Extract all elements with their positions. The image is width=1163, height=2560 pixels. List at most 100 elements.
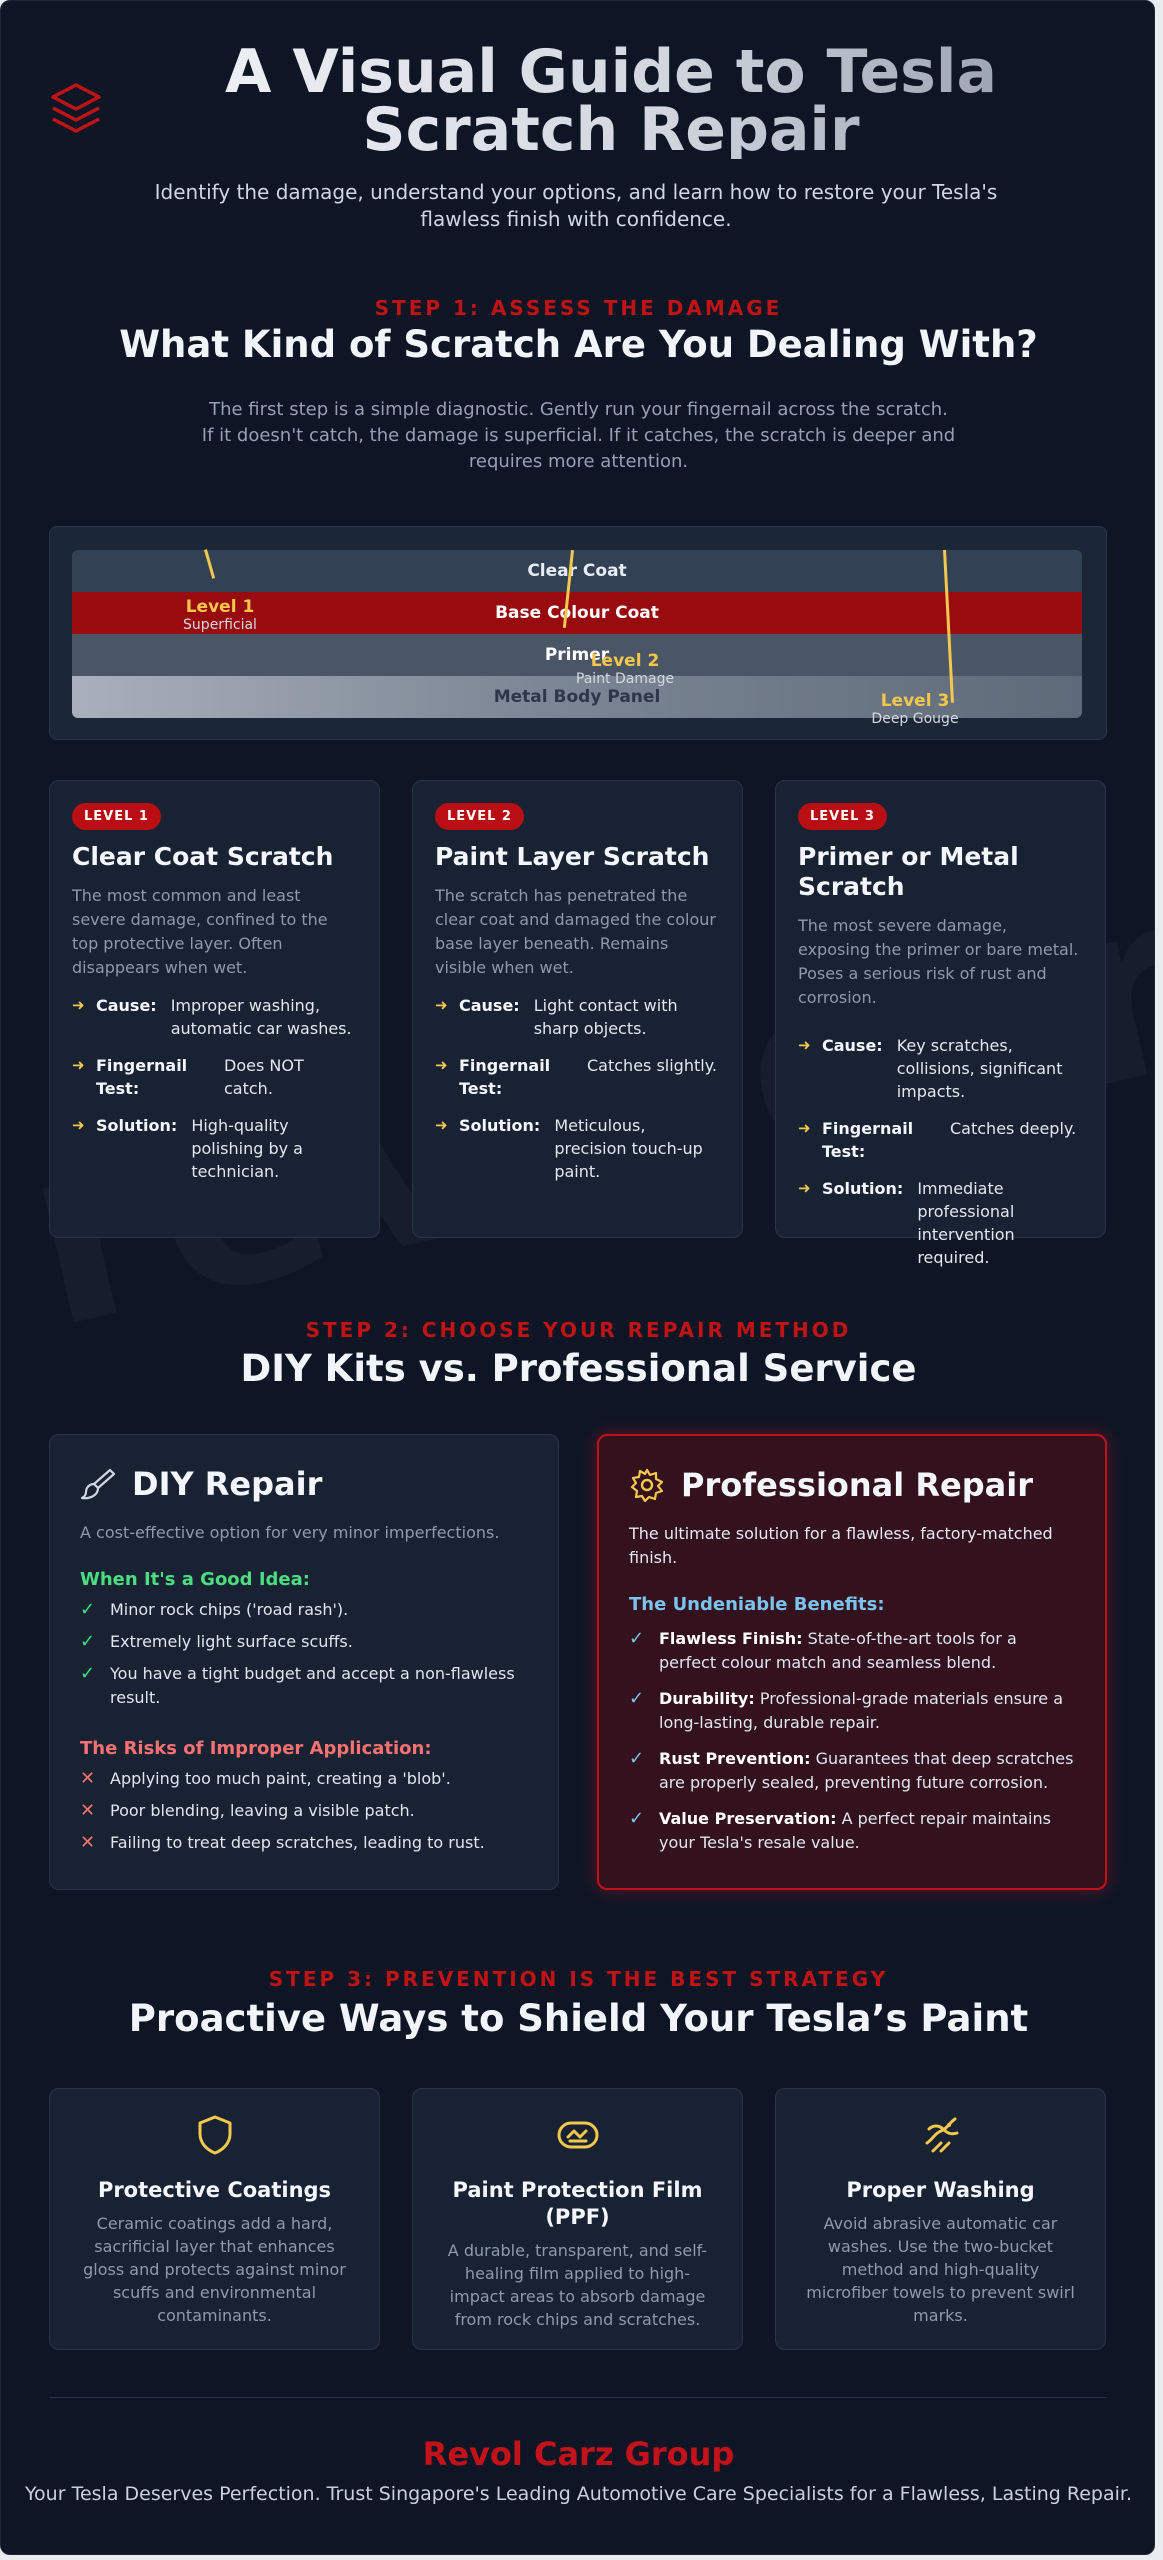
benefit-label: Value Preservation:: [659, 1809, 837, 1828]
level-title: Primer or Metal Scratch: [798, 842, 1019, 901]
step2-title: DIY Kits vs. Professional Service: [240, 1347, 917, 1390]
feature-value: Light contact with sharp objects.: [533, 996, 678, 1038]
feature-solution: ➜ Solution: Meticulous, precision touch-…: [435, 1114, 720, 1183]
footer-divider: [49, 2397, 1107, 2398]
level-badge: LEVEL 2: [435, 803, 524, 830]
page-subtitle: Identify the damage, understand your opt…: [154, 180, 998, 231]
prevention-card-coatings: Protective Coatings Ceramic coatings add…: [49, 2088, 380, 2350]
footer-brand: Revol Carz Group: [422, 2435, 735, 2473]
benefit-label: Durability:: [659, 1689, 755, 1708]
level-title: Paint Layer Scratch: [435, 842, 710, 871]
pro-description: The ultimate solution for a flawless, fa…: [629, 1524, 1053, 1567]
marker-level-1-title: Level 1: [185, 597, 255, 617]
list-item: ✓ You have a tight budget and accept a no…: [80, 1662, 528, 1710]
benefit-label: Rust Prevention:: [659, 1749, 811, 1768]
diy-good-heading: When It's a Good Idea:: [80, 1569, 310, 1590]
benefit-text: A perfect repair maintains your Tesla's …: [659, 1809, 1051, 1852]
list-item-text: You have a tight budget and accept a non…: [110, 1664, 515, 1707]
level-title: Clear Coat Scratch: [72, 842, 334, 871]
check-icon: ✓: [80, 1663, 96, 1684]
cross-icon: ✕: [80, 1800, 96, 1821]
washing-icon: [925, 2117, 958, 2153]
benefit-text: State-of-the-art tools for a perfect col…: [659, 1629, 1017, 1672]
feature-value: High-quality polishing by a technician.: [191, 1116, 303, 1181]
feature-label: Fingernail Test:: [96, 1056, 188, 1098]
arrow-icon: ➜: [798, 1119, 811, 1137]
benefit-label: Flawless Finish:: [659, 1629, 803, 1648]
feature-label: Solution:: [96, 1116, 178, 1135]
list-item-text: Minor rock chips ('road rash').: [110, 1600, 349, 1619]
prevention-text: Avoid abrasive automatic car washes. Use…: [806, 2214, 1075, 2325]
feature-value: Catches slightly.: [587, 1056, 717, 1075]
marker-level-3-depth: Deep Gouge: [871, 711, 959, 727]
list-item: ✓Rust Prevention: Guarantees that deep s…: [629, 1747, 1075, 1795]
feature-value: Does NOT catch.: [224, 1056, 304, 1098]
arrow-icon: ➜: [435, 1116, 448, 1134]
feature-value: Immediate professional intervention requ…: [917, 1179, 1015, 1267]
prevention-card-washing: Proper Washing Avoid abrasive automatic …: [775, 2088, 1106, 2350]
feature-label: Solution:: [459, 1116, 541, 1135]
feature-value: Key scratches, collisions, significant i…: [896, 1036, 1063, 1101]
list-item-text: Applying too much paint, creating a 'blo…: [110, 1769, 451, 1788]
prevention-text: Ceramic coatings add a hard, sacrificial…: [83, 2214, 346, 2325]
check-icon: ✓: [629, 1628, 645, 1649]
feature-value: Catches deeply.: [950, 1119, 1077, 1138]
level-badge: LEVEL 3: [798, 803, 887, 830]
list-item: ✕Applying too much paint, creating a 'bl…: [80, 1767, 528, 1791]
level-description: The scratch has penetrated the clear coa…: [435, 886, 716, 977]
feature-fingernail-test: ➜ Fingernail Test: Catches deeply.: [798, 1117, 1083, 1163]
feature-cause: ➜ Cause: Key scratches, collisions, sign…: [798, 1034, 1083, 1103]
page-title: A Visual Guide to Tesla Scratch Repair: [131, 42, 1091, 160]
arrow-icon: ➜: [72, 996, 85, 1014]
list-item-text: Extremely light surface scuffs.: [110, 1632, 353, 1651]
list-item: ✓ Value Preservation: A perfect repair ma…: [629, 1807, 1075, 1855]
pro-benefits-heading: The Undeniable Benefits:: [629, 1594, 885, 1615]
list-item: ✓ Extremely light surface scuffs.: [80, 1630, 528, 1654]
list-item: ✓ Minor rock chips ('road rash').: [80, 1598, 528, 1622]
professional-repair-card: Professional Repair The ultimate solutio…: [597, 1434, 1107, 1890]
marker-level-2-title: Level 2: [590, 651, 660, 671]
diy-repair-card: DIY Repair A cost-effective option for v…: [49, 1434, 559, 1890]
paint-layer-diagram: Clear Coat Base Colour Coat Primer Metal…: [49, 526, 1107, 740]
prevention-title: Paint Protection Film (PPF): [452, 2178, 703, 2229]
check-icon: ✓: [80, 1631, 96, 1652]
feature-fingernail-test: ➜ Fingernail Test: Catches slightly.: [435, 1054, 720, 1100]
layer-metal-body-panel: Metal Body Panel: [72, 676, 1082, 718]
pro-title: Professional Repair: [681, 1466, 1033, 1504]
check-icon: ✓: [80, 1599, 96, 1620]
feature-solution: ➜ Solution: High-quality polishing by a …: [72, 1114, 357, 1183]
film-icon: [557, 2121, 598, 2149]
list-item-text: Poor blending, leaving a visible patch.: [110, 1801, 415, 1820]
marker-level-2-depth: Paint Damage: [575, 671, 675, 687]
step3-kicker: STEP 3: PREVENTION IS THE BEST STRATEGY: [268, 1967, 889, 1991]
level-description: The most severe damage, exposing the pri…: [798, 916, 1079, 1007]
feature-cause: ➜ Cause: Improper washing, automatic car…: [72, 994, 357, 1040]
level-3-card: LEVEL 3 Primer or Metal Scratch The most…: [775, 780, 1106, 1267]
diy-risk-heading: The Risks of Improper Application:: [80, 1738, 432, 1759]
cross-icon: ✕: [80, 1832, 96, 1853]
prevention-card-ppf: Paint Protection Film (PPF) A durable, t…: [412, 2088, 743, 2350]
feature-fingernail-test: ➜ Fingernail Test: Does NOT catch.: [72, 1054, 357, 1100]
marker-level-1: Level 1 Superficial: [160, 597, 280, 633]
benefit-text: Professional-grade materials ensure a lo…: [659, 1689, 1064, 1732]
feature-label: Cause:: [822, 1036, 883, 1055]
step2-kicker: STEP 2: CHOOSE YOUR REPAIR METHOD: [305, 1318, 852, 1342]
step1-kicker: STEP 1: ASSESS THE DAMAGE: [374, 296, 783, 320]
layers-icon: [51, 83, 101, 133]
list-item: ✓ Flawless Finish: State-of-the-art tools…: [629, 1627, 1075, 1675]
arrow-icon: ➜: [435, 1056, 448, 1074]
layer-base-colour-coat: Base Colour Coat: [72, 592, 1082, 634]
footer-tagline: Your Tesla Deserves Perfection. Trust Si…: [24, 2483, 1133, 2505]
shield-icon: [198, 2115, 231, 2155]
feature-solution: ➜ Solution: Immediate professional inter…: [798, 1177, 1083, 1269]
step1-description: The first step is a simple diagnostic. G…: [201, 399, 956, 472]
feature-label: Fingernail Test:: [459, 1056, 551, 1098]
feature-label: Cause:: [459, 996, 520, 1015]
check-icon: ✓: [629, 1808, 645, 1829]
marker-level-3-title: Level 3: [880, 691, 950, 711]
marker-level-1-depth: Superficial: [183, 617, 257, 633]
feature-label: Solution:: [822, 1179, 904, 1198]
arrow-icon: ➜: [72, 1116, 85, 1134]
feature-label: Fingernail Test:: [822, 1119, 914, 1161]
